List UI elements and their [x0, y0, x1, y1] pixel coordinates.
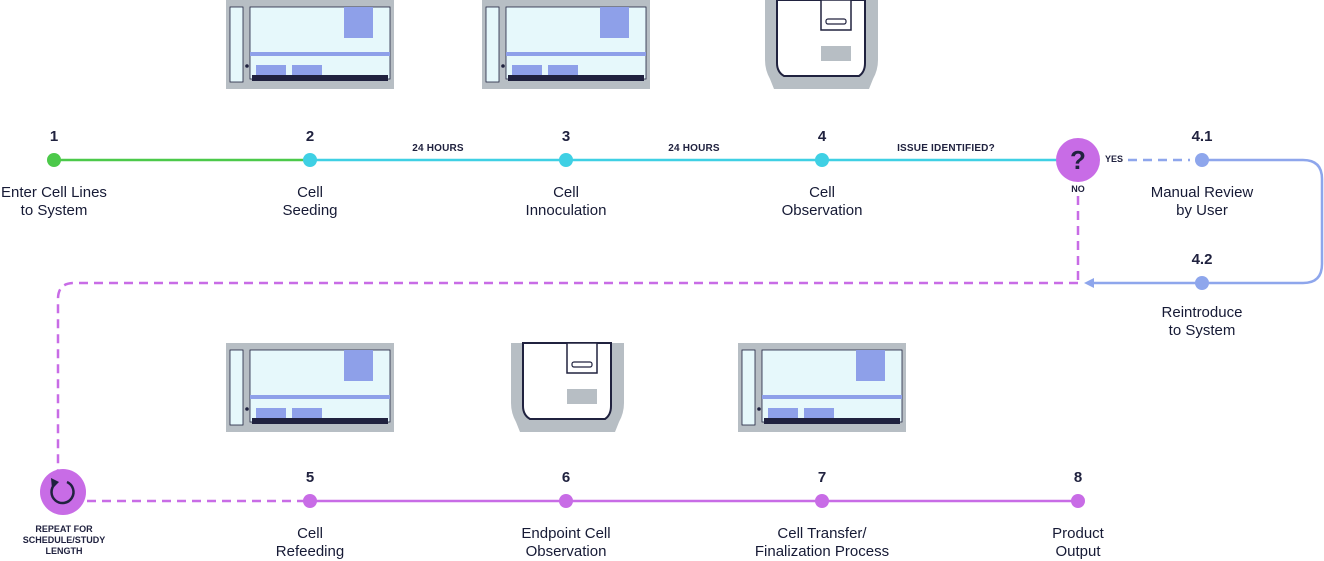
- step-number-6: 6: [561, 469, 571, 486]
- incubator-device-transfer: [738, 343, 906, 432]
- interval-label-3-4: 24 HOURS: [668, 143, 720, 154]
- interval-label-2-3: 24 HOURS: [412, 143, 464, 154]
- step-number-4-1: 4.1: [1191, 128, 1213, 145]
- loop-arrowhead: [1084, 278, 1094, 288]
- node-7: [815, 494, 829, 508]
- node-1: [47, 153, 61, 167]
- node-4-2: [1195, 276, 1209, 290]
- node-6: [559, 494, 573, 508]
- node-3: [559, 153, 573, 167]
- node-4: [815, 153, 829, 167]
- node-8: [1071, 494, 1085, 508]
- incubator-device-innoculation: [482, 0, 650, 89]
- decision-question-label: ISSUE IDENTIFIED?: [897, 143, 995, 154]
- step-number-4-2: 4.2: [1191, 251, 1213, 268]
- step-label-7: Cell Transfer/Finalization Process: [754, 525, 890, 560]
- node-2: [303, 153, 317, 167]
- incubator-device-seeding: [226, 0, 394, 89]
- connector-review-loop: [1090, 158, 1324, 285]
- step-number-5: 5: [305, 469, 315, 486]
- imager-device-endpoint: [511, 342, 624, 432]
- node-5: [303, 494, 317, 508]
- step-number-3: 3: [561, 128, 571, 145]
- step-number-1: 1: [49, 128, 59, 145]
- step-number-4: 4: [817, 128, 827, 145]
- step-number-8: 8: [1073, 469, 1083, 486]
- loop-arrow-icon: [50, 478, 75, 505]
- step-number-2: 2: [305, 128, 315, 145]
- repeat-circle: [40, 469, 86, 515]
- step-number-7: 7: [817, 469, 827, 486]
- imager-device-observation: [765, 0, 878, 89]
- decision-circle: [1056, 138, 1100, 182]
- decision-no-label: NO: [1071, 184, 1085, 194]
- node-4-1: [1195, 153, 1209, 167]
- decision-question-icon: ?: [1070, 145, 1086, 175]
- decision-yes-label: YES: [1104, 154, 1123, 164]
- incubator-device-refeeding: [226, 343, 394, 432]
